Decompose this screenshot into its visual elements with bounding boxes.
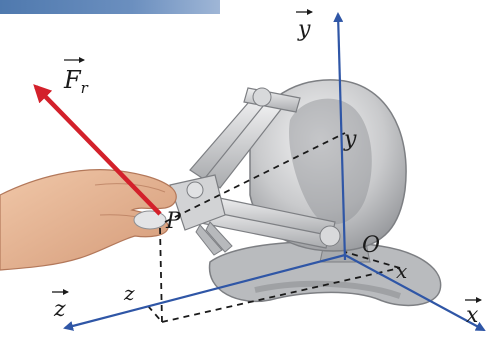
y-axis-end-label: y xyxy=(297,17,311,42)
dash-floor-to-x xyxy=(161,267,401,323)
dash-z-to-floor xyxy=(147,305,163,323)
device-shell xyxy=(249,79,407,252)
end-effector xyxy=(169,174,233,256)
dash-x-to-origin xyxy=(344,251,401,269)
z-projection-label: z xyxy=(123,281,135,305)
y-projection-label: y xyxy=(343,127,357,152)
y-axis xyxy=(333,12,347,261)
dash-p-vertical xyxy=(159,227,163,323)
point-p-label: P xyxy=(165,209,182,234)
axes xyxy=(63,12,486,331)
z-axis xyxy=(63,253,346,331)
force-label: Fr xyxy=(63,66,89,97)
x-axis-end-label: x xyxy=(466,303,479,328)
origin-label: O xyxy=(362,233,380,258)
hand xyxy=(0,169,177,271)
x-axis xyxy=(344,254,486,331)
dash-p-to-y xyxy=(164,132,346,223)
vector-accents xyxy=(52,9,482,303)
corner-band xyxy=(0,0,220,14)
force-vector xyxy=(33,84,162,216)
projection-lines xyxy=(147,132,401,323)
x-projection-label: x xyxy=(396,259,407,283)
z-axis-end-label: z xyxy=(53,297,66,322)
haptic-device xyxy=(169,79,442,307)
